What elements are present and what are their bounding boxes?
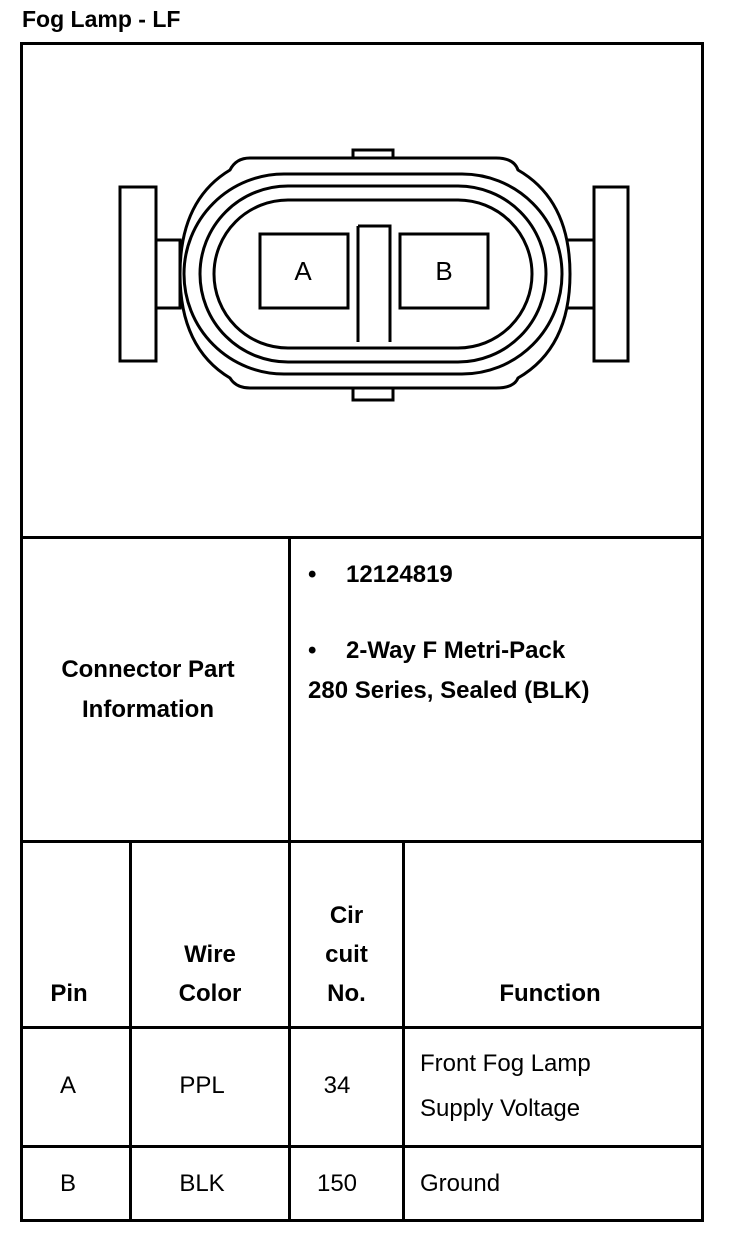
housing-ring-3 <box>212 198 534 350</box>
row-b-wire-color: BLK <box>179 1170 225 1197</box>
header-function: Function <box>499 980 601 1007</box>
connector-description-line2: 280 Series, Sealed (BLK) <box>308 677 590 704</box>
connector-face-drawing: A B <box>118 148 630 402</box>
divider-circuit-column <box>402 840 405 1222</box>
divider-pin-column <box>129 840 132 1222</box>
connector-description-line1: 2-Way F Metri-Pack <box>346 637 566 664</box>
left-latch <box>154 238 182 310</box>
bullet-icon: • <box>308 561 317 588</box>
page-title: Fog Lamp - LF <box>22 6 181 32</box>
header-wire-color: Wire Color <box>178 941 242 1007</box>
outer-housing <box>178 156 572 390</box>
cavity-b <box>398 232 490 310</box>
row-a-function-line2: Supply Voltage <box>420 1095 581 1122</box>
part-number: 12124819 <box>346 561 453 588</box>
divider-row-a-bottom <box>20 1145 704 1148</box>
bullet-icon: • <box>308 637 317 664</box>
row-a-pin: A <box>59 1072 76 1099</box>
right-lock-tab <box>592 185 630 363</box>
divider-info-column <box>288 536 291 1222</box>
row-b-function: Ground <box>420 1170 501 1197</box>
row-b-circuit: 150 <box>316 1170 358 1197</box>
cavity-a <box>258 232 350 310</box>
header-circuit-number: Cir cuit No. <box>325 902 368 1007</box>
cavity-b-label: B <box>435 256 452 286</box>
divider-header-bottom <box>20 1026 704 1029</box>
row-a-function-line1: Front Fog Lamp <box>420 1050 591 1077</box>
center-divider <box>358 224 392 342</box>
divider-info-bottom <box>20 840 704 843</box>
divider-connector-bottom <box>20 536 704 539</box>
row-a-wire-color: PPL <box>179 1072 225 1099</box>
cavity-a-label: A <box>294 256 312 286</box>
row-a-circuit: 34 <box>323 1072 351 1099</box>
diagram-frame <box>20 42 704 1222</box>
housing-ring-2 <box>198 184 548 364</box>
connector-part-info-label: Connector Part Information <box>61 656 235 723</box>
row-b-pin: B <box>59 1170 76 1197</box>
left-lock-tab <box>118 185 158 363</box>
header-pin: Pin <box>50 980 88 1007</box>
housing-ring-1 <box>182 172 564 376</box>
